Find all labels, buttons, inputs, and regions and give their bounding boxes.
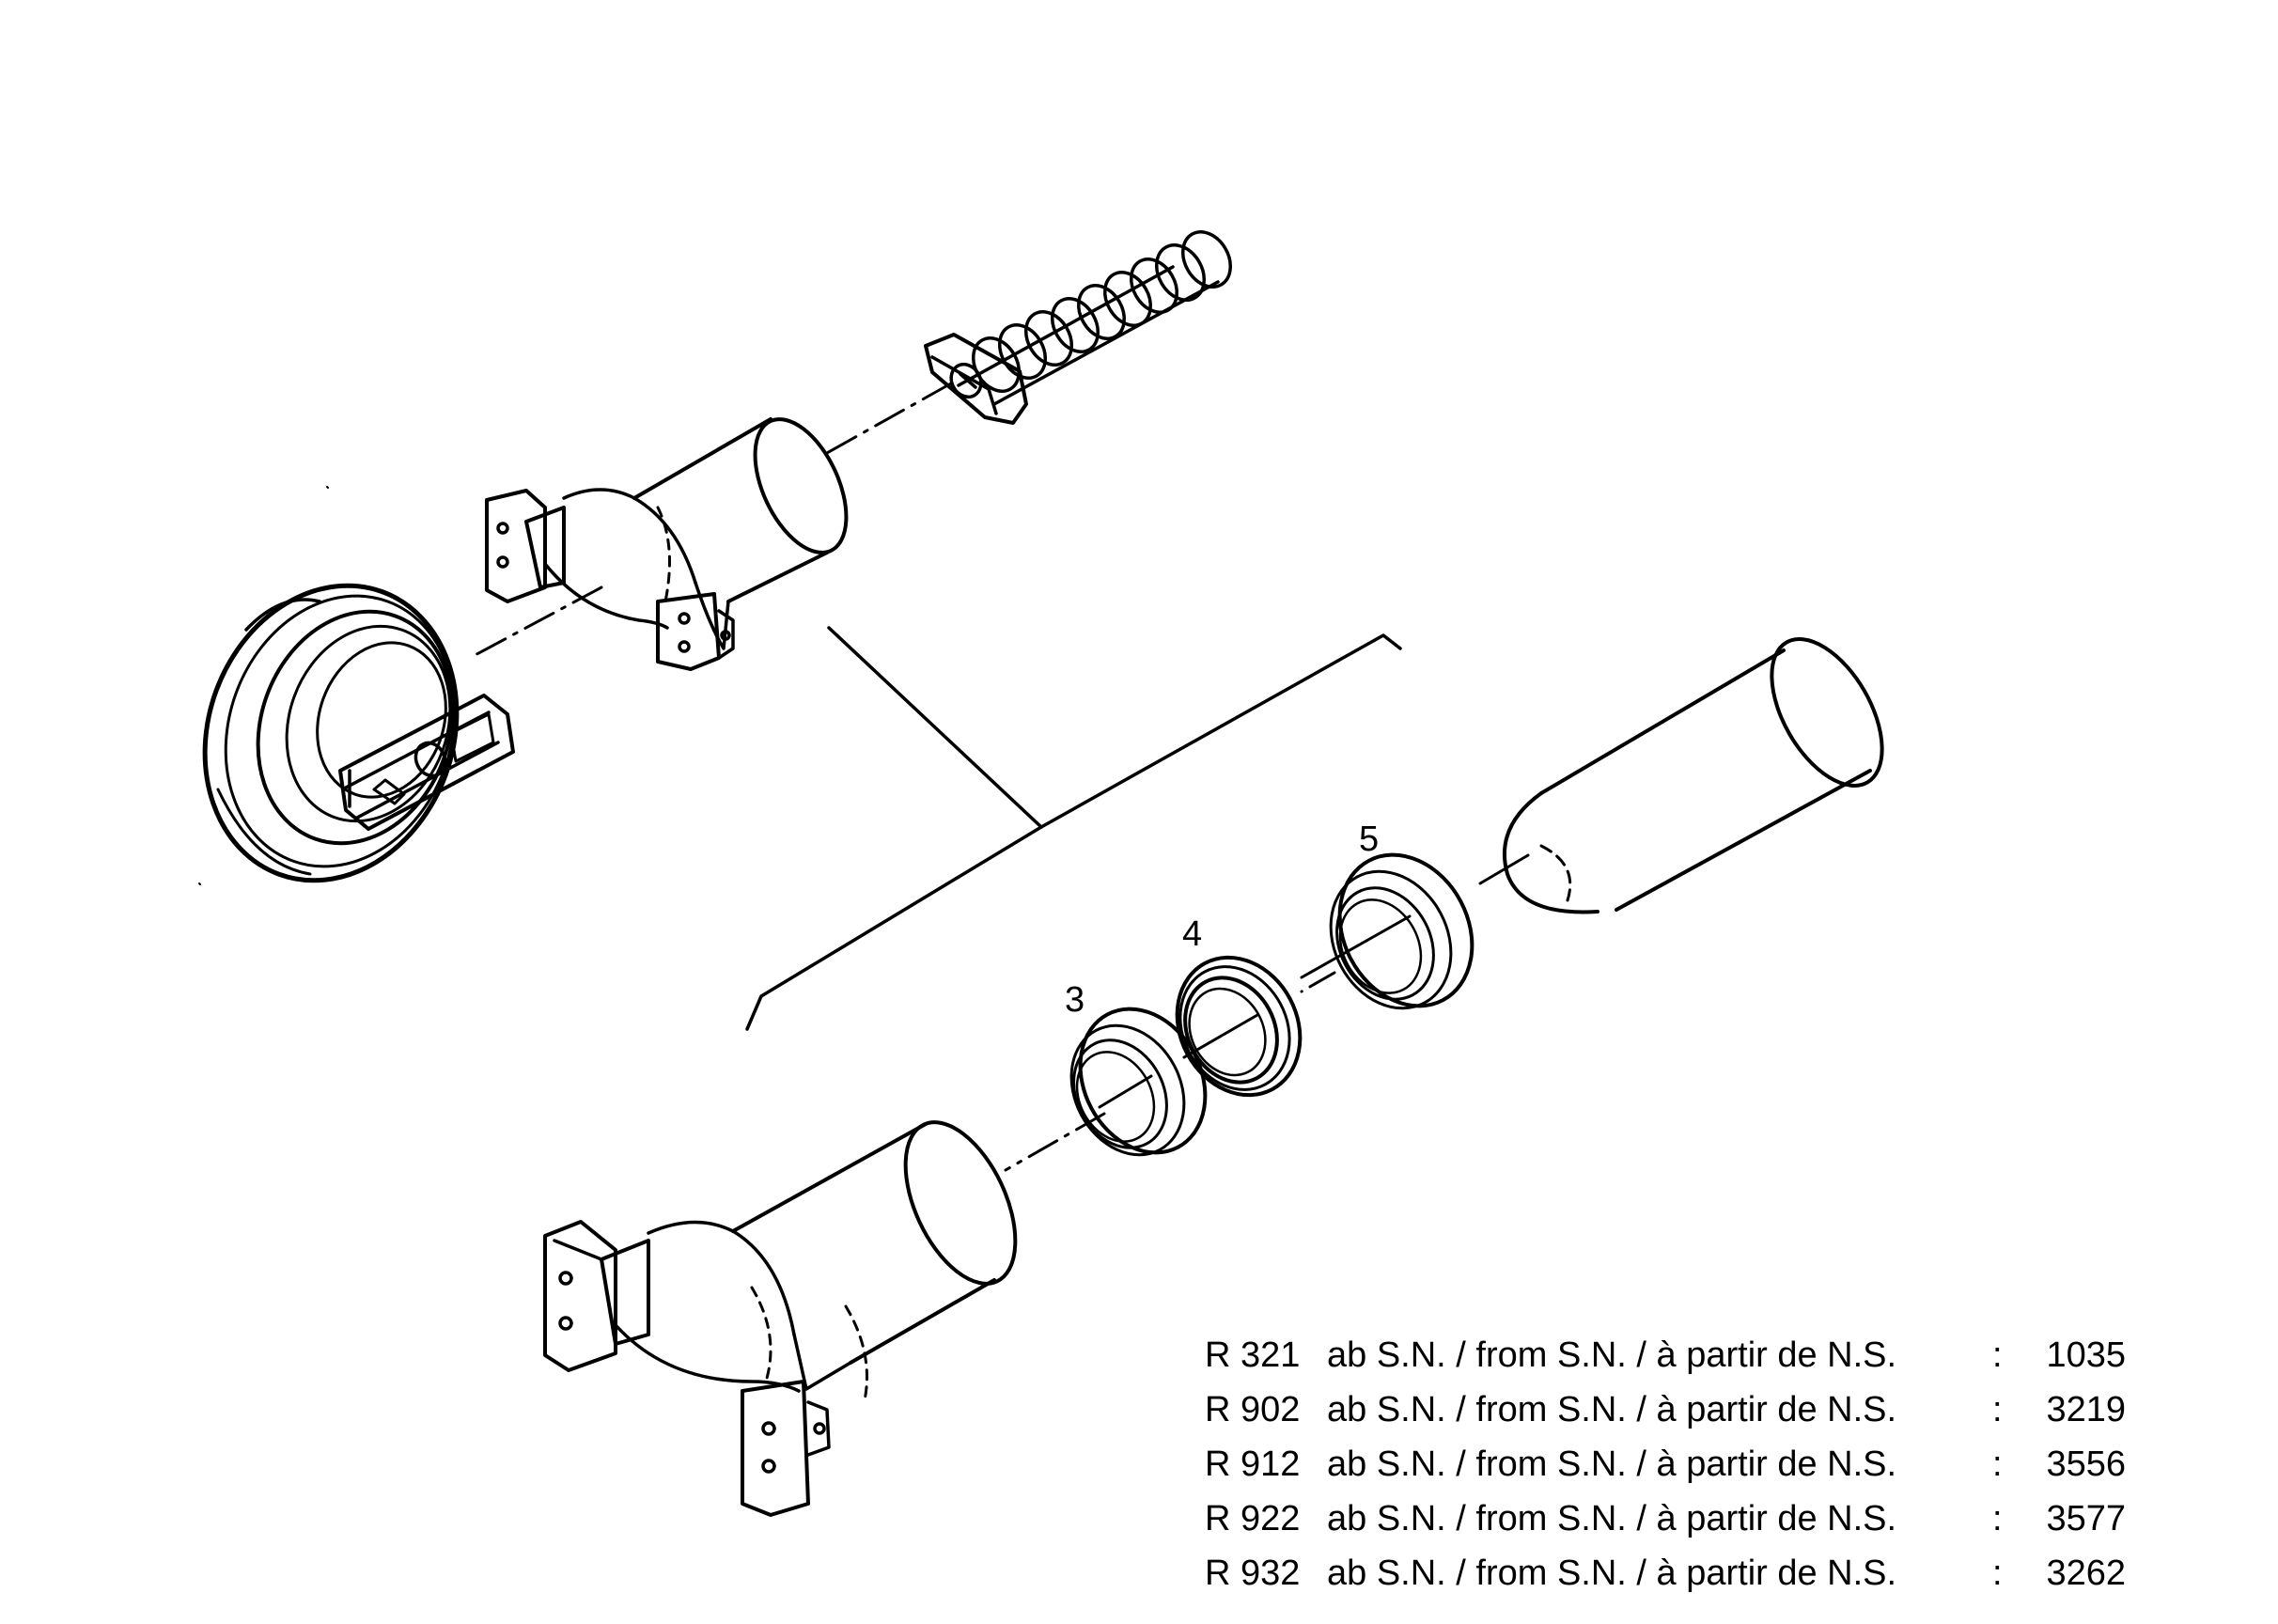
serial-number-cell: 3262: [2046, 1553, 2126, 1593]
table-row: R 922 ab S.N. / from S.N. / à partir de …: [1205, 1491, 2126, 1546]
separator: :: [1992, 1335, 2003, 1375]
serial-number-table: R 321 ab S.N. / from S.N. / à partir de …: [1205, 1328, 2126, 1601]
serial-number-cell: 3577: [2046, 1498, 2126, 1538]
separator: :: [1992, 1498, 2003, 1538]
model-cell: R 902: [1205, 1389, 1301, 1429]
table-row: R 902 ab S.N. / from S.N. / à partir de …: [1205, 1382, 2126, 1437]
seal-ring-5: [1329, 852, 1474, 1010]
serial-number-cell: 3556: [2046, 1444, 2126, 1484]
lower-idler-housing: [543, 1120, 1018, 1517]
from-sn-text: ab S.N. / from S.N. / à partir de N.S.: [1327, 1498, 1897, 1538]
table-row: R 932 ab S.N. / from S.N. / à partir de …: [1205, 1546, 2126, 1601]
from-sn-text: ab S.N. / from S.N. / à partir de N.S.: [1327, 1335, 1897, 1375]
idler-wheel: [202, 583, 515, 883]
callout-4: 4: [1182, 914, 1203, 954]
callout-5: 5: [1359, 820, 1380, 859]
separator: :: [1992, 1444, 2003, 1484]
from-sn-text: ab S.N. / from S.N. / à partir de N.S.: [1327, 1444, 1897, 1484]
model-cell: R 321: [1205, 1335, 1301, 1375]
separator: :: [1992, 1553, 2003, 1593]
guide-tube: [1503, 637, 1884, 914]
model-cell: R 912: [1205, 1444, 1301, 1484]
from-sn-text: ab S.N. / from S.N. / à partir de N.S.: [1327, 1553, 1897, 1593]
separator: :: [1992, 1389, 2003, 1429]
serial-number-cell: 1035: [2046, 1335, 2126, 1375]
assembly-bracket: [745, 626, 1402, 1031]
from-sn-text: ab S.N. / from S.N. / à partir de N.S.: [1327, 1389, 1897, 1429]
model-cell: R 922: [1205, 1498, 1301, 1538]
model-cell: R 932: [1205, 1553, 1301, 1593]
serial-number-cell: 3219: [2046, 1389, 2126, 1429]
callout-3: 3: [1065, 980, 1085, 1020]
table-row: R 912 ab S.N. / from S.N. / à partir de …: [1205, 1437, 2126, 1491]
tension-spring: [924, 230, 1232, 425]
table-row: R 321 ab S.N. / from S.N. / à partir de …: [1205, 1328, 2126, 1382]
upper-idler-housing: [485, 417, 849, 671]
